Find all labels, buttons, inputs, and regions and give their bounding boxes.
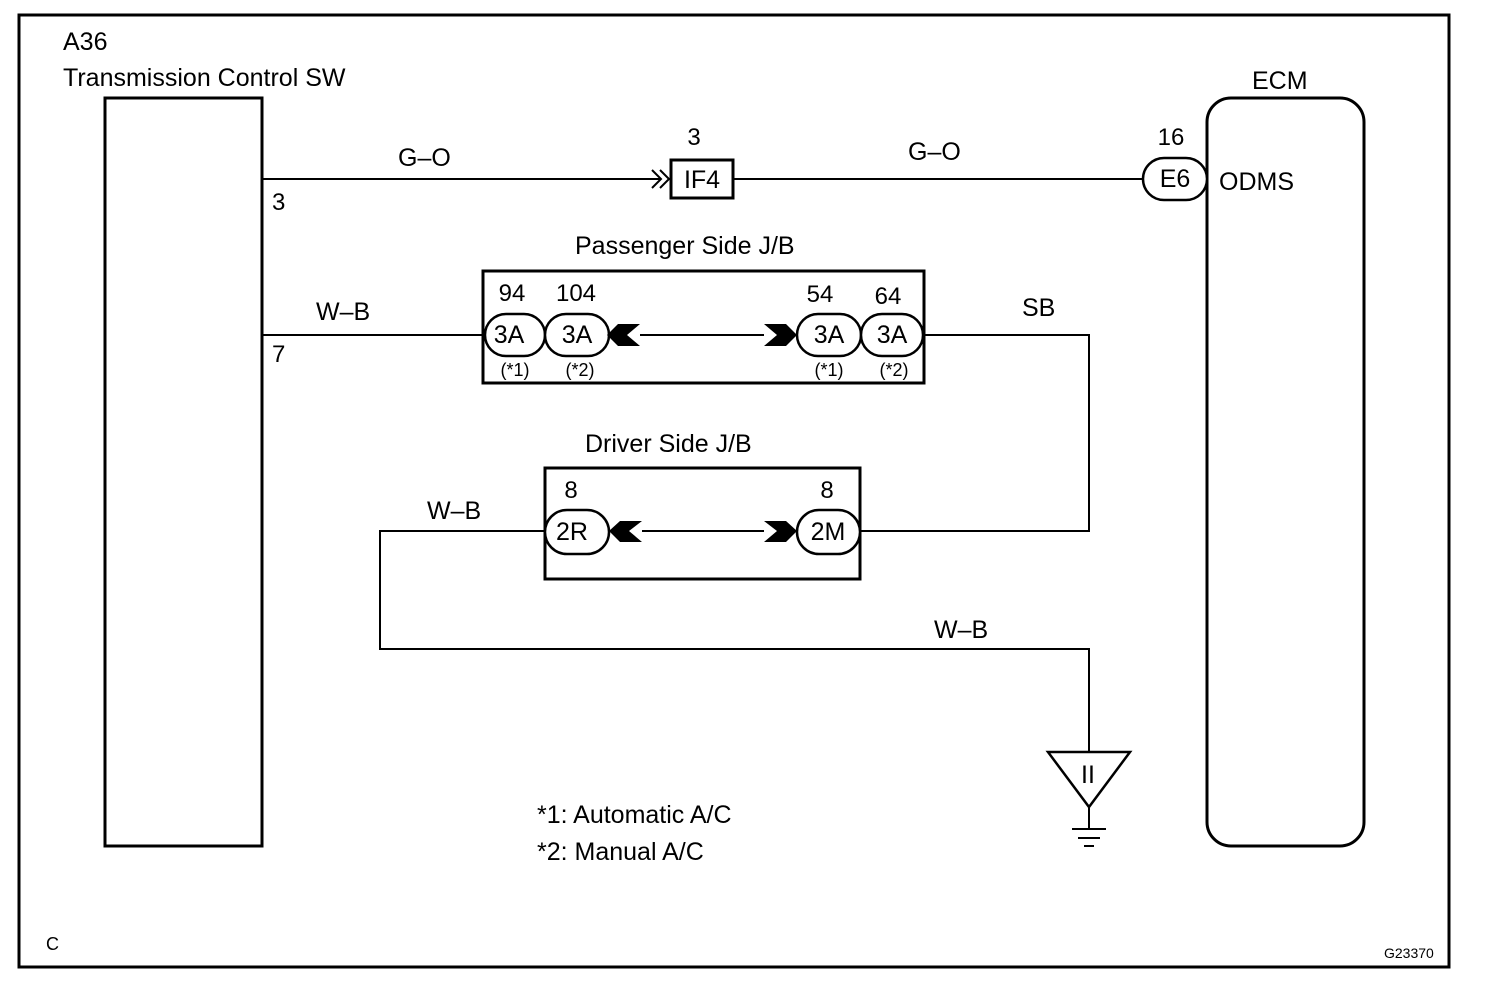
a36-pin-7: 7: [272, 341, 285, 368]
a36-name: Transmission Control SW: [63, 64, 346, 92]
passenger-note: (*2): [879, 360, 908, 380]
passenger-connector-code: 3A: [494, 321, 525, 349]
note-automatic-ac: *1: Automatic A/C: [537, 801, 732, 829]
ecm-title: ECM: [1252, 67, 1308, 95]
wire-label-go-left: G–O: [398, 144, 451, 172]
if4-connector: [669, 158, 735, 200]
wire-label-wb-top: W–B: [316, 298, 370, 326]
wire-label-wb-bottom: W–B: [934, 616, 988, 644]
driver-pin-2m: 8: [820, 477, 833, 504]
diagram-frame: [17, 13, 1451, 969]
ecm-pin: 16: [1158, 124, 1185, 151]
driver-arrow-right: [764, 521, 797, 542]
driver-arrow-left: [609, 521, 642, 542]
driver-connector-2m: [795, 508, 862, 556]
note-manual-ac: *2: Manual A/C: [537, 838, 704, 866]
if4-pin: 3: [687, 124, 700, 151]
a36-component-box: [103, 96, 264, 848]
a36-pin-3: 3: [272, 189, 285, 216]
wire-label-sb: SB: [1022, 294, 1055, 322]
ecm-connector-label: E6: [1160, 165, 1191, 193]
passenger-arrow-right: [764, 324, 797, 346]
driver-connector-code: 2M: [811, 518, 846, 546]
ground-label: II: [1081, 761, 1095, 789]
passenger-pin-54: 54: [807, 281, 834, 308]
a36-code: A36: [63, 28, 107, 56]
if4-label: IF4: [684, 166, 720, 194]
passenger-arrow-left: [607, 324, 640, 346]
passenger-connector-code: 3A: [562, 321, 593, 349]
driver-connector-code: 2R: [556, 518, 588, 546]
passenger-jb-title: Passenger Side J/B: [575, 232, 795, 260]
wire-label-go-right: G–O: [908, 138, 961, 166]
passenger-connector-code: 3A: [814, 321, 845, 349]
wire-label-wb-mid: W–B: [427, 497, 481, 525]
if4-arrow-inner: [659, 169, 671, 189]
wire-wb-ground: [379, 530, 1090, 752]
passenger-pin-94: 94: [499, 280, 526, 307]
ecm-connector-e6: [1141, 156, 1209, 202]
passenger-pin-64: 64: [875, 283, 902, 310]
wire-sb: [860, 334, 1090, 532]
ecm-component-box: [1205, 96, 1366, 848]
driver-pin-2r: 8: [564, 477, 577, 504]
ecm-signal-odms: ODMS: [1219, 168, 1294, 196]
passenger-note: (*1): [500, 360, 529, 380]
passenger-pin-104: 104: [556, 280, 596, 307]
ground-triangle: [1045, 750, 1133, 810]
if4-arrow: [651, 169, 663, 189]
corner-label: C: [46, 934, 59, 954]
passenger-note: (*1): [814, 360, 843, 380]
driver-jb-title: Driver Side J/B: [585, 430, 752, 458]
figure-id: G23370: [1384, 945, 1434, 961]
passenger-note: (*2): [565, 360, 594, 380]
passenger-connector-code: 3A: [877, 321, 908, 349]
